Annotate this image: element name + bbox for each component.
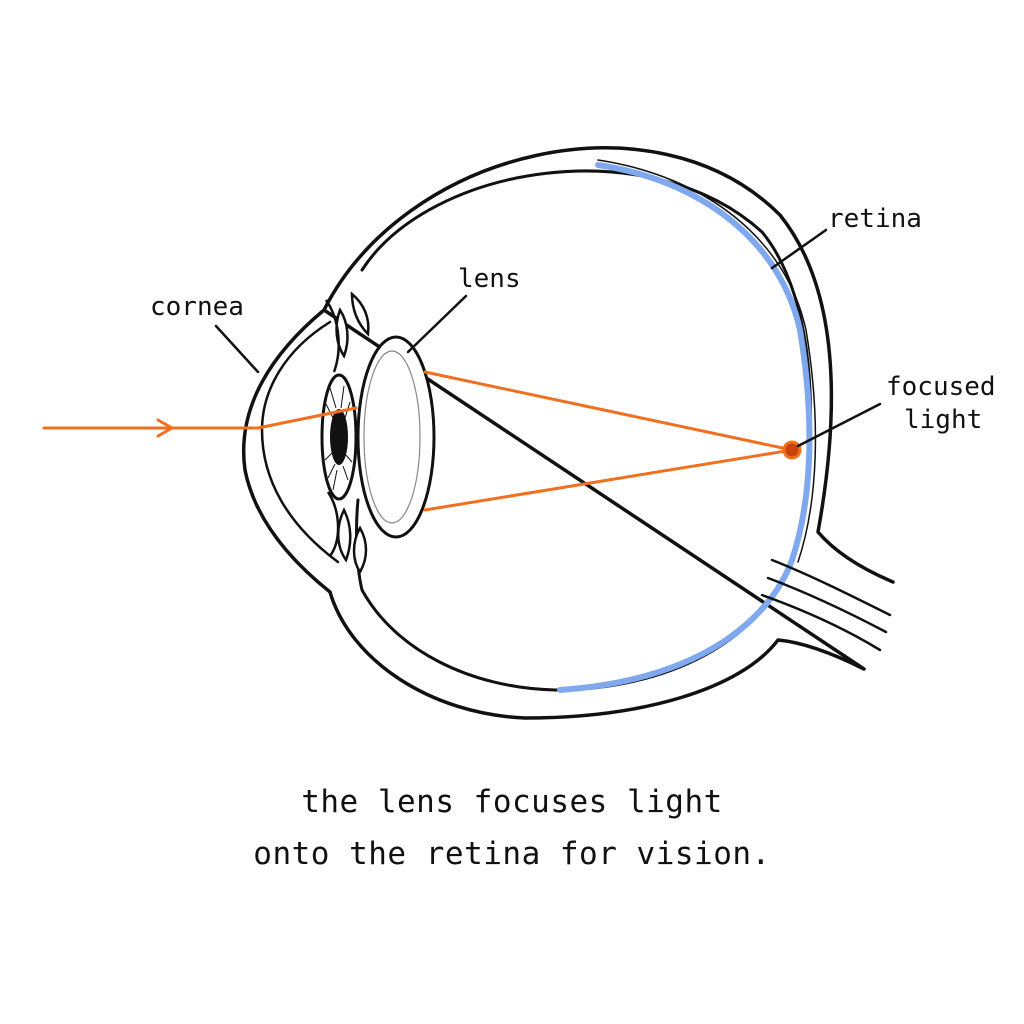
optic-nerve-line-3: [760, 593, 882, 652]
focused-light-label-line2: light: [904, 405, 982, 435]
lens-label: lens: [458, 264, 521, 294]
iris-lower: [326, 491, 340, 557]
cornea-label: cornea: [150, 292, 244, 322]
retina-leader-line: [770, 228, 828, 270]
ray-arrowhead: [156, 418, 174, 438]
refracted-ray-upper: [423, 370, 794, 452]
iris-upper: [324, 299, 340, 373]
optic-nerve-line-1: [770, 558, 892, 617]
incoming-light-ray: [42, 406, 358, 430]
caption-line-1: the lens focuses light: [301, 784, 723, 820]
pupil: [330, 409, 348, 465]
focal-point: [782, 440, 802, 460]
retina-band: [557, 162, 813, 693]
lens: [356, 335, 436, 539]
optic-nerve-line-2: [766, 576, 888, 634]
refracted-ray-lower: [423, 448, 794, 512]
lens-leader-line: [406, 294, 468, 354]
focused-light-leader-line: [796, 402, 882, 448]
focused-light-label-line1: focused: [886, 372, 996, 402]
retina-band-edge: [597, 159, 817, 563]
lens-highlight: [363, 350, 421, 524]
ciliary-body-upper: [335, 291, 370, 359]
retina-label: retina: [828, 204, 922, 234]
ciliary-body-lower: [337, 507, 368, 575]
cornea-leader-line: [214, 324, 260, 374]
caption-line-2: onto the retina for vision.: [253, 836, 771, 872]
cornea-inner-line: [260, 320, 340, 564]
sclera-outer-outline: [241, 146, 895, 720]
